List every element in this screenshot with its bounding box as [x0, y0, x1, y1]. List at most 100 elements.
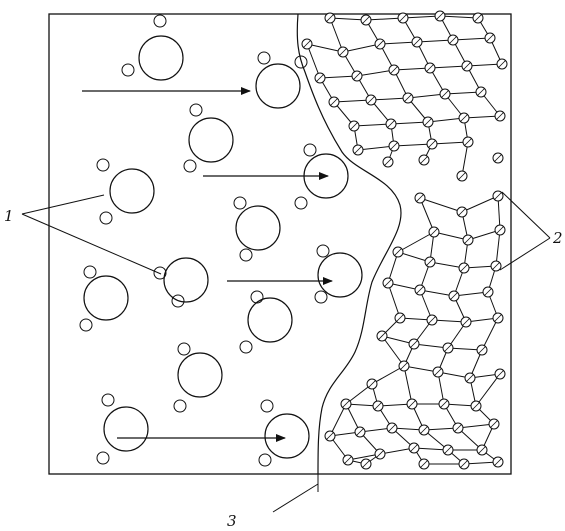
- atom-mark: [316, 74, 324, 82]
- lattice-atom: [494, 224, 506, 236]
- atom-mark: [474, 14, 482, 22]
- molecule-satellite: [260, 399, 274, 413]
- lattice-bond: [379, 41, 418, 45]
- molecule-satellite: [239, 248, 253, 262]
- atom-mark: [368, 380, 376, 388]
- molecule-core: [109, 168, 155, 214]
- atom-mark: [460, 114, 468, 122]
- atom-mark: [458, 172, 466, 180]
- lattice-atom: [397, 12, 409, 24]
- lattice-atom: [424, 62, 436, 74]
- lattice-atom: [418, 424, 430, 436]
- atom-mark: [362, 16, 370, 24]
- atom-mark: [466, 374, 474, 382]
- lattice-atom: [414, 192, 426, 204]
- lattice-atom: [411, 36, 423, 48]
- lattice-atom: [406, 398, 418, 410]
- lattice-atom: [470, 400, 482, 412]
- atom-mark: [434, 368, 442, 376]
- atom-mark: [420, 156, 428, 164]
- lattice-atom: [388, 64, 400, 76]
- lattice-bond: [370, 97, 409, 101]
- lattice-bond: [371, 365, 405, 385]
- lattice-atom: [438, 398, 450, 410]
- atom-mark: [424, 118, 432, 126]
- lattice-atom: [324, 430, 336, 442]
- molecule-core: [235, 205, 281, 251]
- lattice-atom: [434, 10, 446, 22]
- lattice-atom: [328, 96, 340, 108]
- molecule-satellite: [303, 143, 317, 157]
- atom-mark: [450, 292, 458, 300]
- atom-mark: [449, 36, 457, 44]
- leader-line-1b: [21, 213, 162, 275]
- atom-mark: [464, 138, 472, 146]
- atom-mark: [496, 370, 504, 378]
- atom-mark: [478, 446, 486, 454]
- atom-mark: [404, 94, 412, 102]
- lattice-atom: [342, 454, 354, 466]
- atom-mark: [486, 34, 494, 42]
- lattice-bond: [463, 461, 499, 465]
- atom-mark: [408, 400, 416, 408]
- lattice-atom: [492, 152, 504, 164]
- solvated-molecule: [255, 51, 308, 109]
- lattice-atom: [324, 12, 336, 24]
- molecule-satellite: [83, 265, 97, 279]
- lattice-atom: [360, 458, 372, 470]
- atom-mark: [496, 112, 504, 120]
- lattice-atom: [439, 88, 451, 100]
- atom-mark: [344, 456, 352, 464]
- atom-mark: [396, 314, 404, 322]
- atom-mark: [420, 460, 428, 468]
- lattice-atom: [496, 58, 508, 70]
- molecule-satellite: [183, 159, 197, 173]
- lattice-atom: [488, 418, 500, 430]
- lattice-atom: [494, 110, 506, 122]
- lattice-bond: [429, 65, 468, 69]
- lattice-atom: [472, 12, 484, 24]
- lattice-bond: [461, 141, 469, 177]
- lattice-bond: [306, 43, 344, 53]
- lattice-bond: [329, 403, 347, 437]
- lattice-atom: [408, 338, 420, 350]
- lattice-bond: [447, 347, 483, 351]
- atom-mark: [484, 288, 492, 296]
- lattice-bond: [452, 37, 491, 41]
- atom-mark: [350, 122, 358, 130]
- lattice-atom: [337, 46, 349, 58]
- lattice-bond: [390, 121, 429, 125]
- lattice-atom: [382, 156, 394, 168]
- molecule-satellite: [79, 318, 93, 332]
- atom-mark: [326, 432, 334, 440]
- lattice-bond: [419, 289, 455, 297]
- lattice-atom: [374, 38, 386, 50]
- molecule-core: [103, 406, 149, 452]
- lattice-bond: [397, 251, 431, 263]
- lattice-atom: [428, 226, 440, 238]
- solvated-molecule: [173, 342, 223, 413]
- lattice-atom: [462, 136, 474, 148]
- lattice-bond: [356, 69, 395, 77]
- lattice-bond: [466, 63, 503, 67]
- phase-boundary: [296, 13, 402, 475]
- atom-mark: [410, 340, 418, 348]
- lattice-atom: [386, 422, 398, 434]
- lattice-bond: [481, 317, 499, 351]
- solvated-molecule: [183, 103, 234, 173]
- molecule-core: [317, 252, 363, 298]
- lattice-atom: [447, 34, 459, 46]
- atom-mark: [494, 314, 502, 322]
- lattice-bond: [319, 75, 358, 79]
- atom-mark: [376, 40, 384, 48]
- flow-arrows: [82, 87, 333, 442]
- molecule-satellite: [173, 399, 187, 413]
- lattice-atom: [475, 86, 487, 98]
- atom-mark: [353, 72, 361, 80]
- lattice-atom: [365, 94, 377, 106]
- lattice-bond: [342, 43, 381, 53]
- lattice-atom: [388, 140, 400, 152]
- atom-mark: [463, 62, 471, 70]
- atom-mark: [444, 446, 452, 454]
- molecule-satellite: [153, 14, 167, 28]
